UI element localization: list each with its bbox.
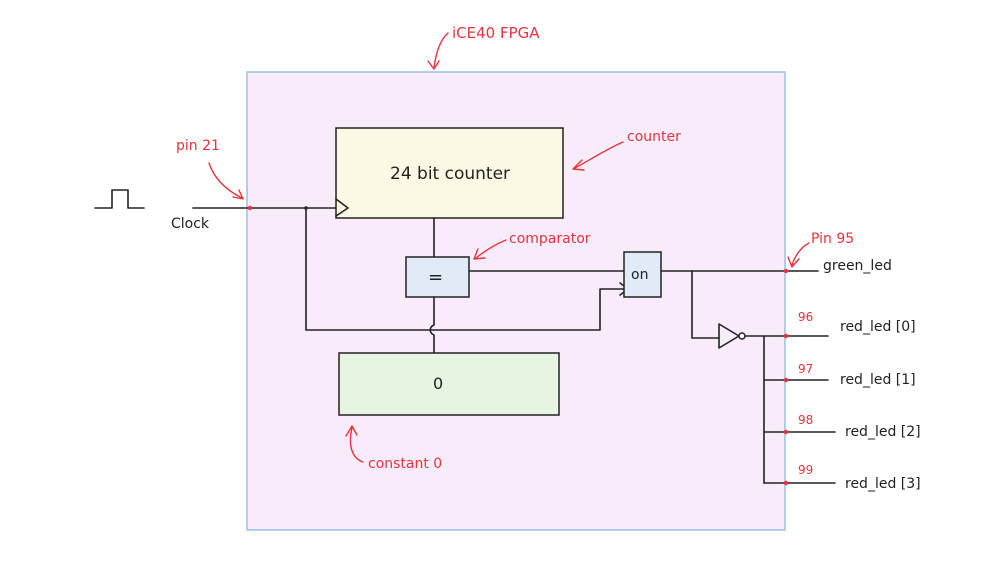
constant-block — [338, 352, 560, 416]
counter-block — [335, 127, 564, 219]
counter-clock-triangle — [335, 198, 349, 217]
constant-annotation-arrow — [345, 425, 364, 463]
clock-junction — [304, 206, 308, 210]
clock-trunk — [305, 207, 625, 331]
red-led-1-label: red_led [1] — [840, 372, 916, 388]
fpga-title: iCE40 FPGA — [452, 24, 540, 42]
pin-97-label: 97 — [798, 362, 813, 376]
counter-annotation-arrow — [572, 141, 624, 171]
pin-95-arrow — [787, 242, 810, 268]
pin-21-marker — [247, 205, 253, 211]
pin-21-arrow — [208, 162, 244, 200]
inverter-triangle — [718, 323, 740, 349]
pin-97-marker — [783, 377, 789, 383]
pin-99-marker — [783, 480, 789, 486]
counter-annotation: counter — [627, 129, 681, 145]
pin-99-label: 99 — [798, 463, 813, 477]
red-led-0-label: red_led [0] — [840, 319, 916, 335]
inverter-bubble — [738, 332, 746, 340]
fpga-title-arrow — [427, 32, 449, 70]
pin-96-label: 96 — [798, 310, 813, 324]
comparator-symbol: = — [428, 267, 443, 288]
counter-label: 24 bit counter — [390, 164, 510, 184]
inverter-feed — [691, 270, 720, 339]
red-led-2-label: red_led [2] — [845, 424, 921, 440]
comparator-block — [405, 256, 470, 298]
comparator-annotation: comparator — [509, 231, 591, 247]
pin-98-label: 98 — [798, 413, 813, 427]
pin-95-marker — [783, 268, 789, 274]
clock-pulse-icon — [94, 189, 145, 209]
green-led-label: green_led — [823, 258, 892, 274]
comparator-to-constant — [429, 296, 435, 354]
comparator-annotation-arrow — [473, 239, 507, 260]
clock-label: Clock — [171, 216, 210, 232]
on-label: on — [631, 267, 648, 283]
pin-95-label: Pin 95 — [811, 231, 854, 247]
pin-21-label: pin 21 — [176, 138, 220, 154]
constant-value: 0 — [433, 374, 443, 393]
pin-98-marker — [783, 429, 789, 435]
pin-96-marker — [783, 333, 789, 339]
constant-annotation: constant 0 — [368, 456, 442, 472]
red-led-3-label: red_led [3] — [845, 476, 921, 492]
on-block — [623, 251, 662, 298]
